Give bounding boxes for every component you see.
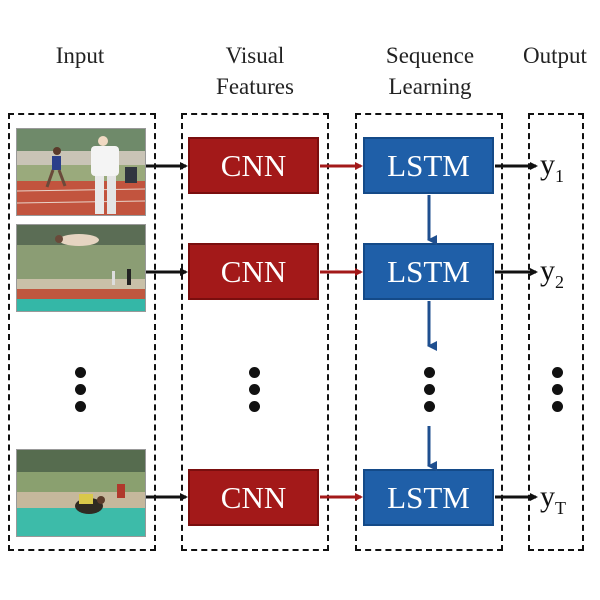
output-y2-base: y — [540, 254, 555, 287]
lstm-box-2: LSTM — [363, 243, 494, 300]
ellipsis-dot — [75, 367, 86, 378]
frame-2-image — [17, 225, 145, 311]
header-output: Output — [510, 40, 600, 71]
header-sequence-line2: Learning — [388, 74, 472, 99]
frame-1-image — [17, 129, 145, 215]
cnn-box-2: CNN — [188, 243, 319, 300]
header-visual-line1: Visual — [225, 43, 285, 68]
cnn-box-1: CNN — [188, 137, 319, 194]
frame-T-image — [17, 450, 145, 536]
input-frame-2 — [16, 224, 146, 312]
ellipsis-output — [552, 367, 564, 418]
ellipsis-dot — [249, 367, 260, 378]
output-yT-base: y — [540, 480, 555, 513]
header-sequence-learning: Sequence Learning — [360, 40, 500, 102]
output-yT-sub: T — [555, 498, 566, 518]
header-input-line1: Input — [55, 43, 105, 68]
ellipsis-dot — [249, 384, 260, 395]
ellipsis-dot — [552, 384, 563, 395]
input-frame-1 — [16, 128, 146, 216]
ellipsis-dot — [424, 384, 435, 395]
ellipsis-dot — [75, 401, 86, 412]
input-group — [8, 113, 156, 551]
lstm-box-1: LSTM — [363, 137, 494, 194]
output-y1-sub: 1 — [555, 166, 564, 186]
ellipsis-dot — [75, 384, 86, 395]
output-y2-sub: 2 — [555, 272, 564, 292]
ellipsis-dot — [552, 401, 563, 412]
header-visual-features: Visual Features — [185, 40, 325, 102]
input-frame-T — [16, 449, 146, 537]
ellipsis-dot — [552, 367, 563, 378]
ellipsis-input — [75, 367, 87, 418]
ellipsis-dot — [249, 401, 260, 412]
header-output-line1: Output — [523, 43, 587, 68]
output-yT: yT — [540, 482, 566, 523]
header-visual-line2: Features — [216, 74, 294, 99]
lstm-box-T: LSTM — [363, 469, 494, 526]
ellipsis-dot — [424, 367, 435, 378]
header-input: Input — [30, 40, 130, 71]
output-y1: y1 — [540, 150, 564, 191]
output-y1-base: y — [540, 148, 555, 181]
ellipsis-dot — [424, 401, 435, 412]
output-y2: y2 — [540, 256, 564, 297]
visual-features-group — [181, 113, 329, 551]
ellipsis-visual — [249, 367, 261, 418]
header-sequence-line1: Sequence — [385, 43, 475, 68]
ellipsis-sequence — [424, 367, 436, 418]
sequence-learning-group — [355, 113, 503, 551]
output-group — [528, 113, 584, 551]
cnn-box-T: CNN — [188, 469, 319, 526]
